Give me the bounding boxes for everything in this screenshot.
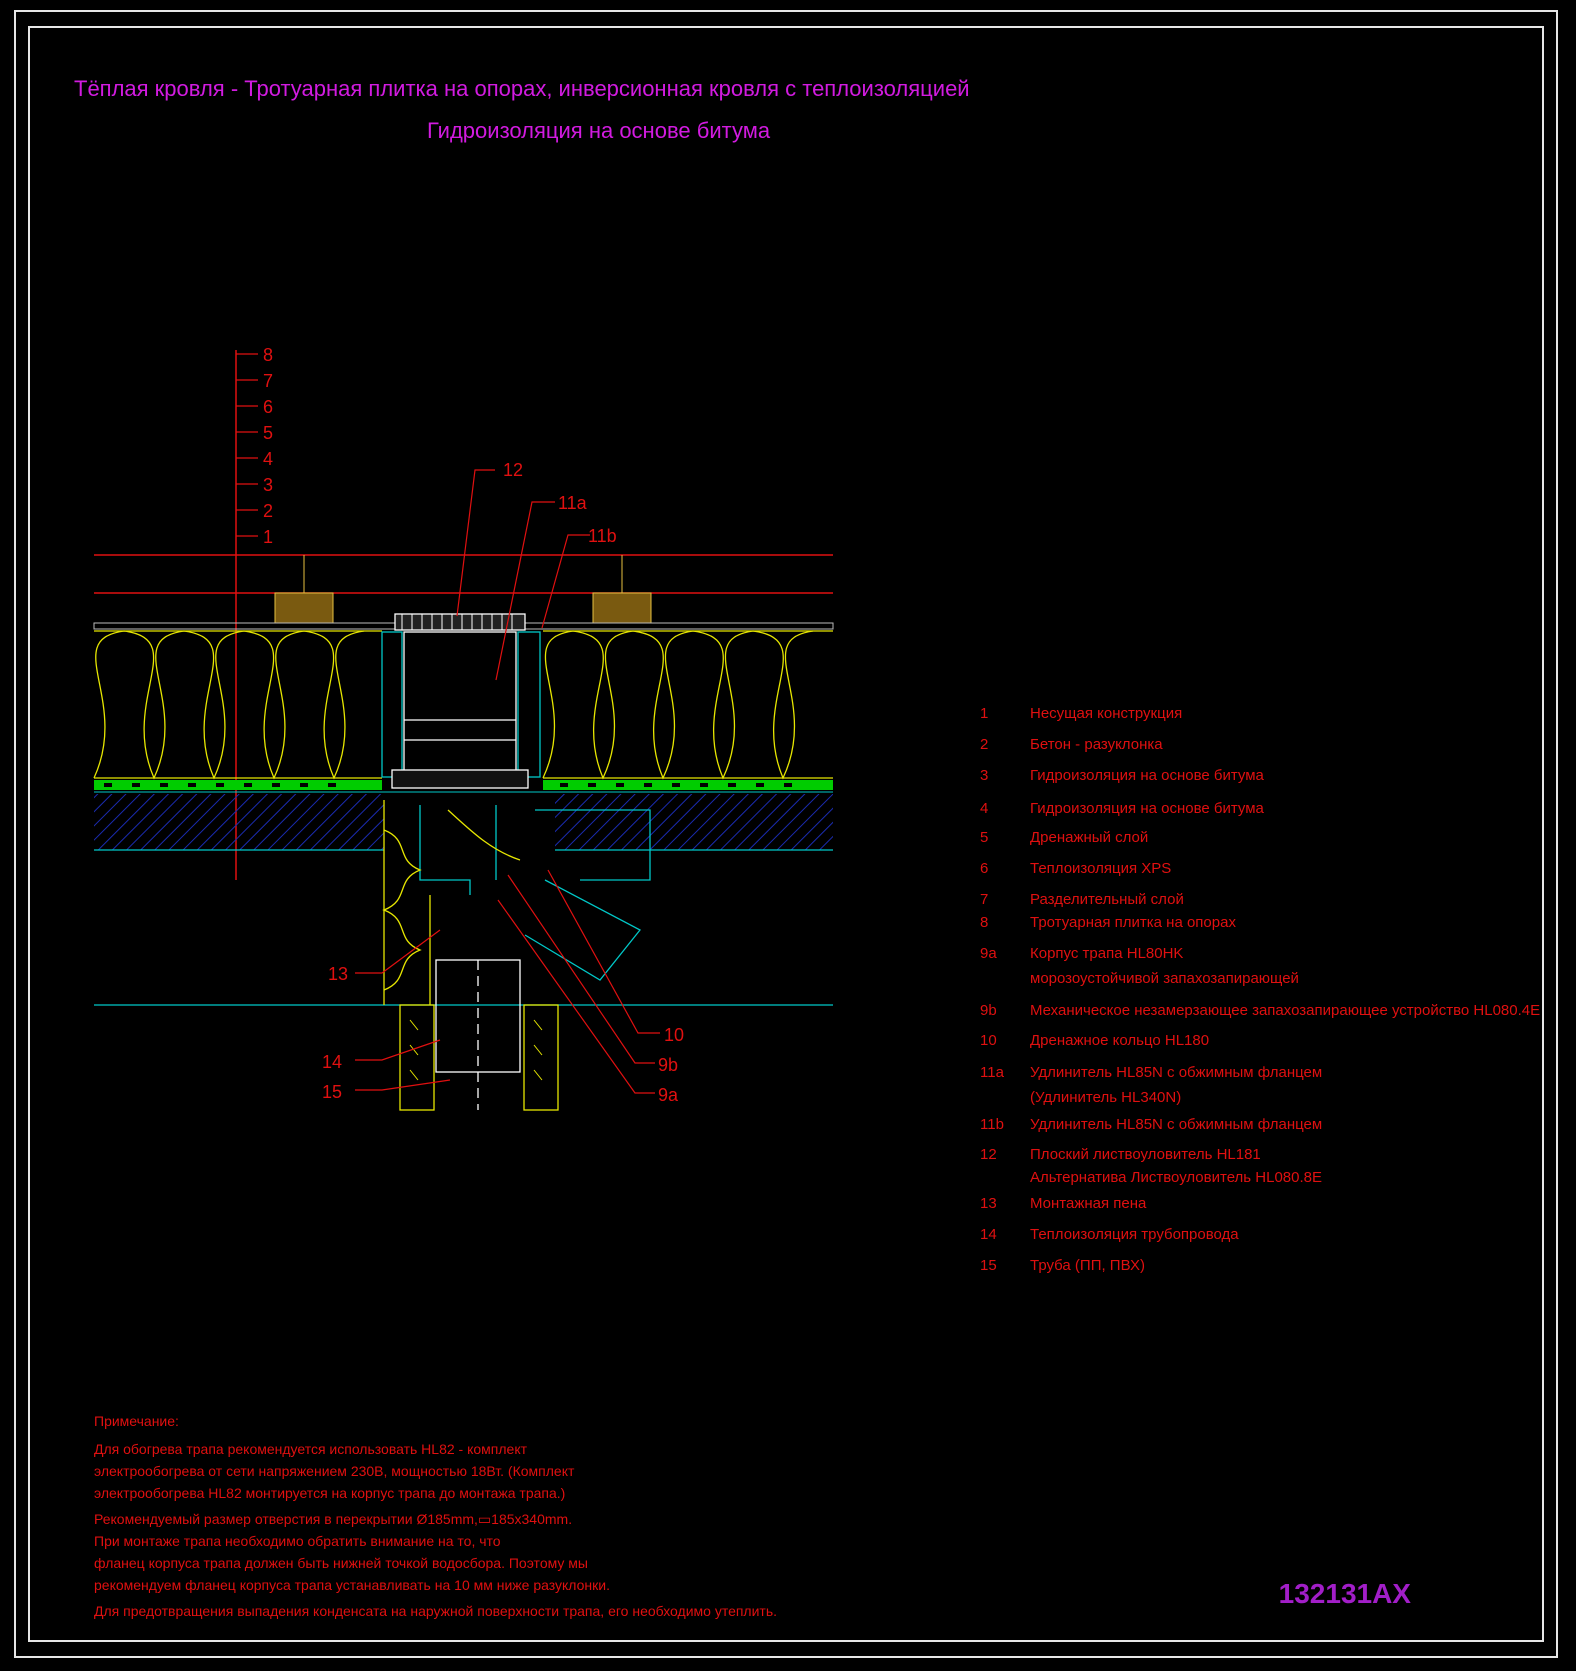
legend-num: 11a bbox=[980, 1064, 1004, 1081]
leader-lines bbox=[355, 469, 660, 1094]
callout-11b: 11b bbox=[588, 526, 617, 546]
legend-text: Теплоизоляция трубопровода bbox=[1030, 1226, 1239, 1243]
layer-number-2: 2 bbox=[263, 501, 273, 521]
drawing-frame-outer bbox=[14, 10, 1558, 1658]
legend-num: 13 bbox=[980, 1195, 997, 1212]
drawing-code: 132131AX bbox=[1278, 1578, 1411, 1609]
callout-14: 14 bbox=[322, 1052, 342, 1072]
callout-10: 10 bbox=[664, 1025, 684, 1045]
layer-number-5: 5 bbox=[263, 423, 273, 443]
drawing-title: Тёплая кровля - Тротуарная плитка на опо… bbox=[74, 76, 970, 101]
callout-13: 13 bbox=[328, 964, 348, 984]
paving-tiles bbox=[94, 554, 833, 624]
note-heading: Примечание: bbox=[94, 1413, 179, 1429]
xps-insulation bbox=[93, 630, 833, 780]
callout-12: 12 bbox=[503, 460, 523, 480]
legend-text: Несущая конструкция bbox=[1030, 705, 1183, 722]
legend-text: Дренажный слой bbox=[1030, 829, 1149, 846]
legend-num: 3 bbox=[980, 767, 989, 784]
drawing-frame-inner bbox=[28, 26, 1544, 1642]
layer-number-4: 4 bbox=[263, 449, 273, 469]
note-line: При монтаже трапа необходимо обратить вн… bbox=[94, 1533, 501, 1549]
waterproofing-membranes bbox=[94, 780, 833, 793]
legend-num: 7 bbox=[980, 891, 989, 908]
legend-text: Бетон - разуклонка bbox=[1030, 736, 1163, 753]
note-block: Примечание: Для обогрева трапа рекоменду… bbox=[94, 1410, 794, 1622]
note-line: рекомендуем фланец корпуса трапа устанав… bbox=[94, 1577, 610, 1593]
legend-text: (Удлинитель HL340N) bbox=[1030, 1089, 1182, 1106]
drain-assembly bbox=[381, 613, 651, 1111]
note-line: Для предотвращения выпадения конденсата … bbox=[94, 1603, 778, 1619]
note-line: электрообогрева от сети напряжением 230В… bbox=[94, 1463, 575, 1479]
legend-num: 14 bbox=[980, 1226, 997, 1243]
legend-text: Плоский листвоуловитель HL181 bbox=[1030, 1146, 1261, 1163]
layer-number-ladder: 8 7 6 5 4 3 2 1 bbox=[235, 345, 273, 880]
legend-num: 15 bbox=[980, 1257, 997, 1274]
legend-text: Гидроизоляция на основе битума bbox=[1030, 800, 1264, 817]
legend-text: Механическое незамерзающее запахозапираю… bbox=[1030, 1002, 1541, 1019]
layer-number-1: 1 bbox=[263, 527, 273, 547]
legend-text: Удлинитель HL85N с обжимным фланцем bbox=[1030, 1064, 1323, 1081]
legend-num: 6 bbox=[980, 860, 989, 877]
legend-text: Удлинитель HL85N с обжимным фланцем bbox=[1030, 1116, 1323, 1133]
legend-num: 5 bbox=[980, 829, 989, 846]
legend-text: Монтажная пена bbox=[1030, 1195, 1147, 1212]
legend-num: 12 bbox=[980, 1146, 997, 1163]
legend-text: Тротуарная плитка на опорах bbox=[1030, 914, 1236, 931]
concrete-screed bbox=[94, 794, 833, 1006]
layer-number-8: 8 bbox=[263, 345, 273, 365]
legend-text: морозоустойчивой запахозапирающей bbox=[1030, 970, 1299, 987]
legend-text: Труба (ПП, ПВХ) bbox=[1030, 1257, 1145, 1274]
callout-11a: 11a bbox=[558, 493, 588, 513]
callout-9b: 9b bbox=[658, 1055, 678, 1075]
callout-15: 15 bbox=[322, 1082, 342, 1102]
note-line: фланец корпуса трапа должен быть нижней … bbox=[94, 1555, 588, 1571]
legend-text: Гидроизоляция на основе битума bbox=[1030, 767, 1264, 784]
note-line: Для обогрева трапа рекомендуется использ… bbox=[94, 1441, 528, 1457]
note-line: электрообогрева HL82 монтируется на корп… bbox=[94, 1485, 566, 1501]
drawing-subtitle: Гидроизоляция на основе битума bbox=[427, 118, 771, 143]
legend-num: 10 bbox=[980, 1032, 997, 1049]
legend-num: 11b bbox=[980, 1116, 1004, 1133]
legend-num: 2 bbox=[980, 736, 989, 753]
callout-9a: 9a bbox=[658, 1085, 679, 1105]
legend-text: Теплоизоляция XPS bbox=[1030, 860, 1172, 877]
legend-num: 9b bbox=[980, 1002, 997, 1019]
legend-num: 9a bbox=[980, 945, 997, 962]
legend-num: 1 bbox=[980, 705, 989, 722]
layer-number-7: 7 bbox=[263, 371, 273, 391]
layer-number-3: 3 bbox=[263, 475, 273, 495]
note-line: Рекомендуемый размер отверстия в перекры… bbox=[94, 1511, 573, 1527]
legend-text: Корпус трапа HL80HK bbox=[1030, 945, 1184, 962]
legend-num: 8 bbox=[980, 914, 989, 931]
legend-text: Разделительный слой bbox=[1030, 891, 1184, 908]
legend-text: Альтернатива Листвоуловитель HL080.8E bbox=[1030, 1169, 1322, 1186]
legend-text: Дренажное кольцо HL180 bbox=[1030, 1032, 1210, 1049]
legend-num: 4 bbox=[980, 800, 989, 817]
layer-number-6: 6 bbox=[263, 397, 273, 417]
